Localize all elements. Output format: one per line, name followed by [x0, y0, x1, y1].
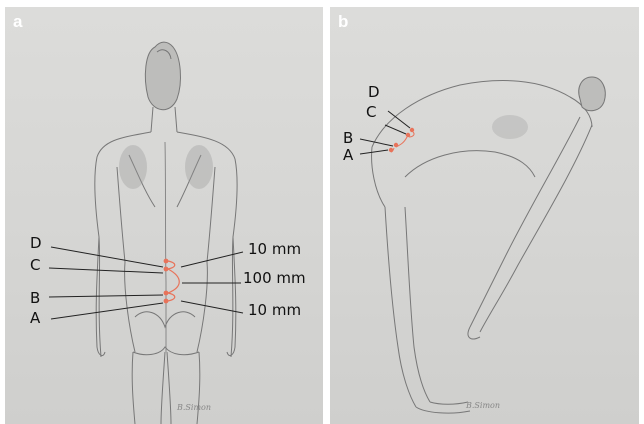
- marker-points-b: [389, 128, 414, 152]
- point-label-b-b: B: [343, 131, 353, 146]
- measurement-top: 10 mm: [248, 242, 301, 257]
- bending-figure-drawing: [330, 7, 639, 424]
- panel-b: b D C B A B.Simon: [330, 7, 639, 424]
- point-label-c-b: C: [366, 105, 376, 120]
- measurement-middle: 100 mm: [243, 271, 306, 286]
- point-label-d: D: [30, 236, 42, 251]
- artist-signature-b: B.Simon: [466, 401, 500, 410]
- measurement-bottom: 10 mm: [248, 303, 301, 318]
- panel-label-a: a: [13, 12, 22, 32]
- point-label-d-b: D: [368, 85, 380, 100]
- leader-lines: [49, 247, 243, 319]
- point-label-a: A: [30, 311, 40, 326]
- point-label-b: B: [30, 291, 40, 306]
- panel-label-b: b: [338, 12, 348, 32]
- panel-a: a D C B A 10 mm 100 mm 10 mm B.Simon: [5, 7, 323, 424]
- back-figure-drawing: [5, 7, 323, 424]
- point-label-a-b: A: [343, 148, 353, 163]
- artist-signature: B.Simon: [177, 403, 211, 412]
- point-label-c: C: [30, 258, 40, 273]
